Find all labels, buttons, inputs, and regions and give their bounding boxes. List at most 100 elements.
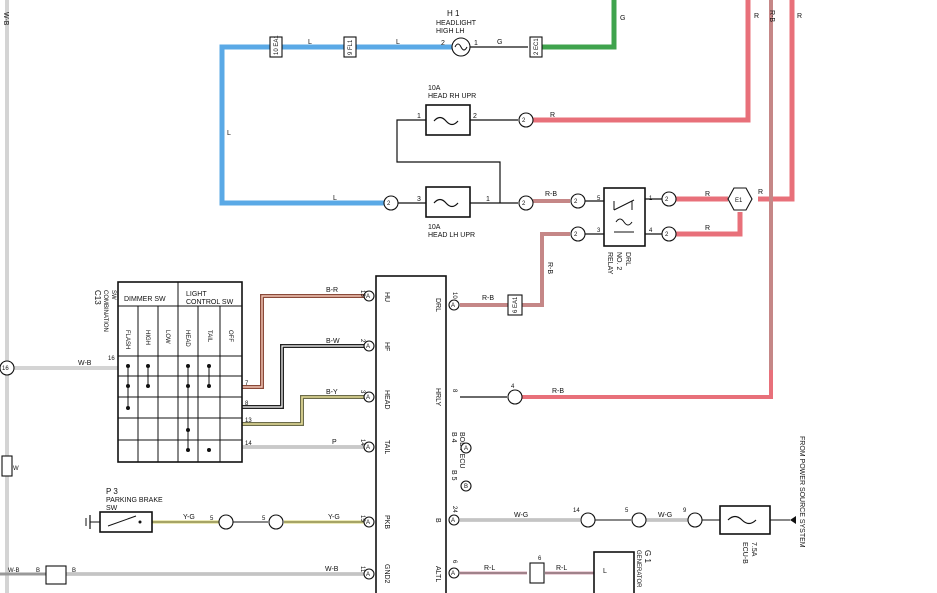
svg-text:W-G: W-G	[658, 512, 672, 519]
svg-text:2 EC1: 2 EC1	[534, 38, 540, 55]
svg-text:A: A	[366, 344, 370, 350]
svg-text:Y-G: Y-G	[183, 514, 195, 521]
svg-text:GENERATOR: GENERATOR	[635, 550, 641, 588]
svg-text:ECU-B: ECU-B	[741, 542, 748, 564]
svg-text:W-B: W-B	[2, 12, 9, 26]
svg-text:10 EA1: 10 EA1	[274, 35, 280, 55]
connector-bq: 5	[262, 514, 284, 530]
svg-text:L: L	[227, 130, 231, 137]
wire-rb-hrly-main	[522, 370, 773, 399]
headlight-subname: HIGH LH	[436, 28, 464, 35]
svg-text:B-R: B-R	[326, 287, 338, 294]
svg-text:FLASH: FLASH	[124, 330, 130, 349]
svg-text:CONTROL SW: CONTROL SW	[186, 299, 234, 306]
svg-text:R: R	[797, 13, 802, 20]
wire-rb-relay-drop	[522, 232, 570, 307]
svg-text:C13: C13	[93, 290, 102, 305]
svg-text:HEAD: HEAD	[383, 390, 390, 409]
svg-text:2: 2	[473, 113, 477, 120]
svg-text:ALTL: ALTL	[434, 566, 441, 582]
combination-switch: DIMMER SW LIGHT CONTROL SW FLASH HIGH LO…	[93, 281, 252, 463]
connector-fl1: 9 FL1	[343, 36, 357, 58]
svg-text:DIMMER SW: DIMMER SW	[124, 296, 166, 303]
svg-text:B: B	[36, 568, 40, 574]
connector-relay-1: 2	[570, 193, 586, 209]
arrow-power	[790, 516, 796, 524]
svg-text:Y-G: Y-G	[328, 514, 340, 521]
svg-text:13: 13	[359, 290, 365, 297]
svg-text:11: 11	[359, 566, 365, 573]
svg-text:B: B	[434, 518, 441, 523]
fuse-head-rh-upr: 10A HEAD RH UPR 1 2	[417, 85, 477, 136]
svg-text:TAIL: TAIL	[383, 440, 390, 454]
svg-text:A: A	[366, 445, 370, 451]
svg-text:3: 3	[359, 390, 365, 394]
svg-text:HU: HU	[383, 292, 390, 302]
svg-text:7: 7	[245, 381, 249, 387]
svg-text:14: 14	[573, 508, 580, 514]
connector-relay-3: 2	[661, 191, 677, 207]
connector-lh-2: 2	[518, 195, 534, 211]
svg-text:G: G	[497, 39, 502, 46]
svg-text:R-B: R-B	[545, 191, 557, 198]
svg-text:P: P	[332, 439, 337, 446]
svg-text:HEAD: HEAD	[184, 330, 190, 347]
svg-text:HEAD RH UPR: HEAD RH UPR	[428, 93, 476, 100]
svg-text:4: 4	[511, 384, 515, 390]
svg-text:1: 1	[417, 113, 421, 120]
svg-text:R: R	[758, 189, 763, 196]
wire-r-top	[533, 0, 751, 123]
svg-text:B-Y: B-Y	[326, 389, 338, 396]
svg-text:B 5: B 5	[450, 470, 457, 481]
svg-text:2: 2	[387, 201, 391, 207]
svg-text:A: A	[464, 446, 468, 452]
svg-text:L: L	[308, 39, 312, 46]
svg-text:2: 2	[665, 197, 669, 203]
svg-text:2: 2	[522, 201, 526, 207]
svg-text:HRLY: HRLY	[434, 388, 441, 406]
svg-text:R-L: R-L	[484, 565, 495, 572]
svg-text:6 EA1: 6 EA1	[513, 296, 519, 313]
svg-text:24: 24	[451, 506, 457, 513]
svg-text:16: 16	[2, 366, 9, 372]
connector-bg: 5	[210, 514, 234, 530]
svg-text:PARKING BRAKE: PARKING BRAKE	[106, 497, 163, 504]
connector-wg1: 14	[573, 508, 596, 528]
svg-text:L: L	[333, 195, 337, 202]
svg-text:HIGH: HIGH	[144, 330, 150, 345]
fuse-head-lh-upr: 10A HEAD LH UPR 3 1	[417, 186, 490, 239]
headlight-name: HEADLIGHT	[436, 20, 477, 27]
connector-relay-2: 2	[570, 226, 586, 242]
drl-no2-relay: 5 3 1 4 DRL NO. 2 RELAY	[597, 187, 653, 275]
svg-text:9 FL1: 9 FL1	[348, 39, 354, 55]
svg-text:W-B: W-B	[8, 568, 20, 574]
svg-text:R-B: R-B	[552, 388, 564, 395]
headlight-id: H 1	[447, 9, 460, 18]
wire-b-r-hu	[242, 294, 364, 389]
svg-text:A: A	[451, 303, 455, 309]
svg-text:B-W: B-W	[326, 338, 340, 345]
svg-text:16: 16	[108, 356, 115, 362]
svg-text:P 3: P 3	[106, 487, 118, 496]
svg-text:3: 3	[417, 196, 421, 203]
svg-text:5: 5	[597, 196, 601, 202]
svg-text:A: A	[366, 520, 370, 526]
svg-text:B: B	[72, 568, 76, 574]
svg-text:14: 14	[245, 441, 252, 447]
connector-j16: 16	[0, 360, 15, 376]
wire-g-vertical	[542, 0, 617, 50]
svg-text:A: A	[451, 518, 455, 524]
svg-text:1: 1	[474, 40, 478, 47]
svg-text:L: L	[396, 39, 400, 46]
svg-text:L: L	[603, 568, 607, 575]
svg-text:G 1: G 1	[643, 550, 652, 563]
svg-text:8: 8	[245, 401, 249, 407]
fuse-ecu-b: 7.5A ECU-B	[719, 505, 771, 564]
wire-fuse-bridge	[396, 119, 501, 203]
svg-text:E1: E1	[735, 198, 743, 204]
svg-text:6: 6	[538, 556, 542, 562]
power-source-note: FROM POWER SOURCE SYSTEM	[798, 436, 805, 548]
connector-hrly: 4	[507, 384, 523, 405]
svg-text:15: 15	[359, 515, 365, 522]
